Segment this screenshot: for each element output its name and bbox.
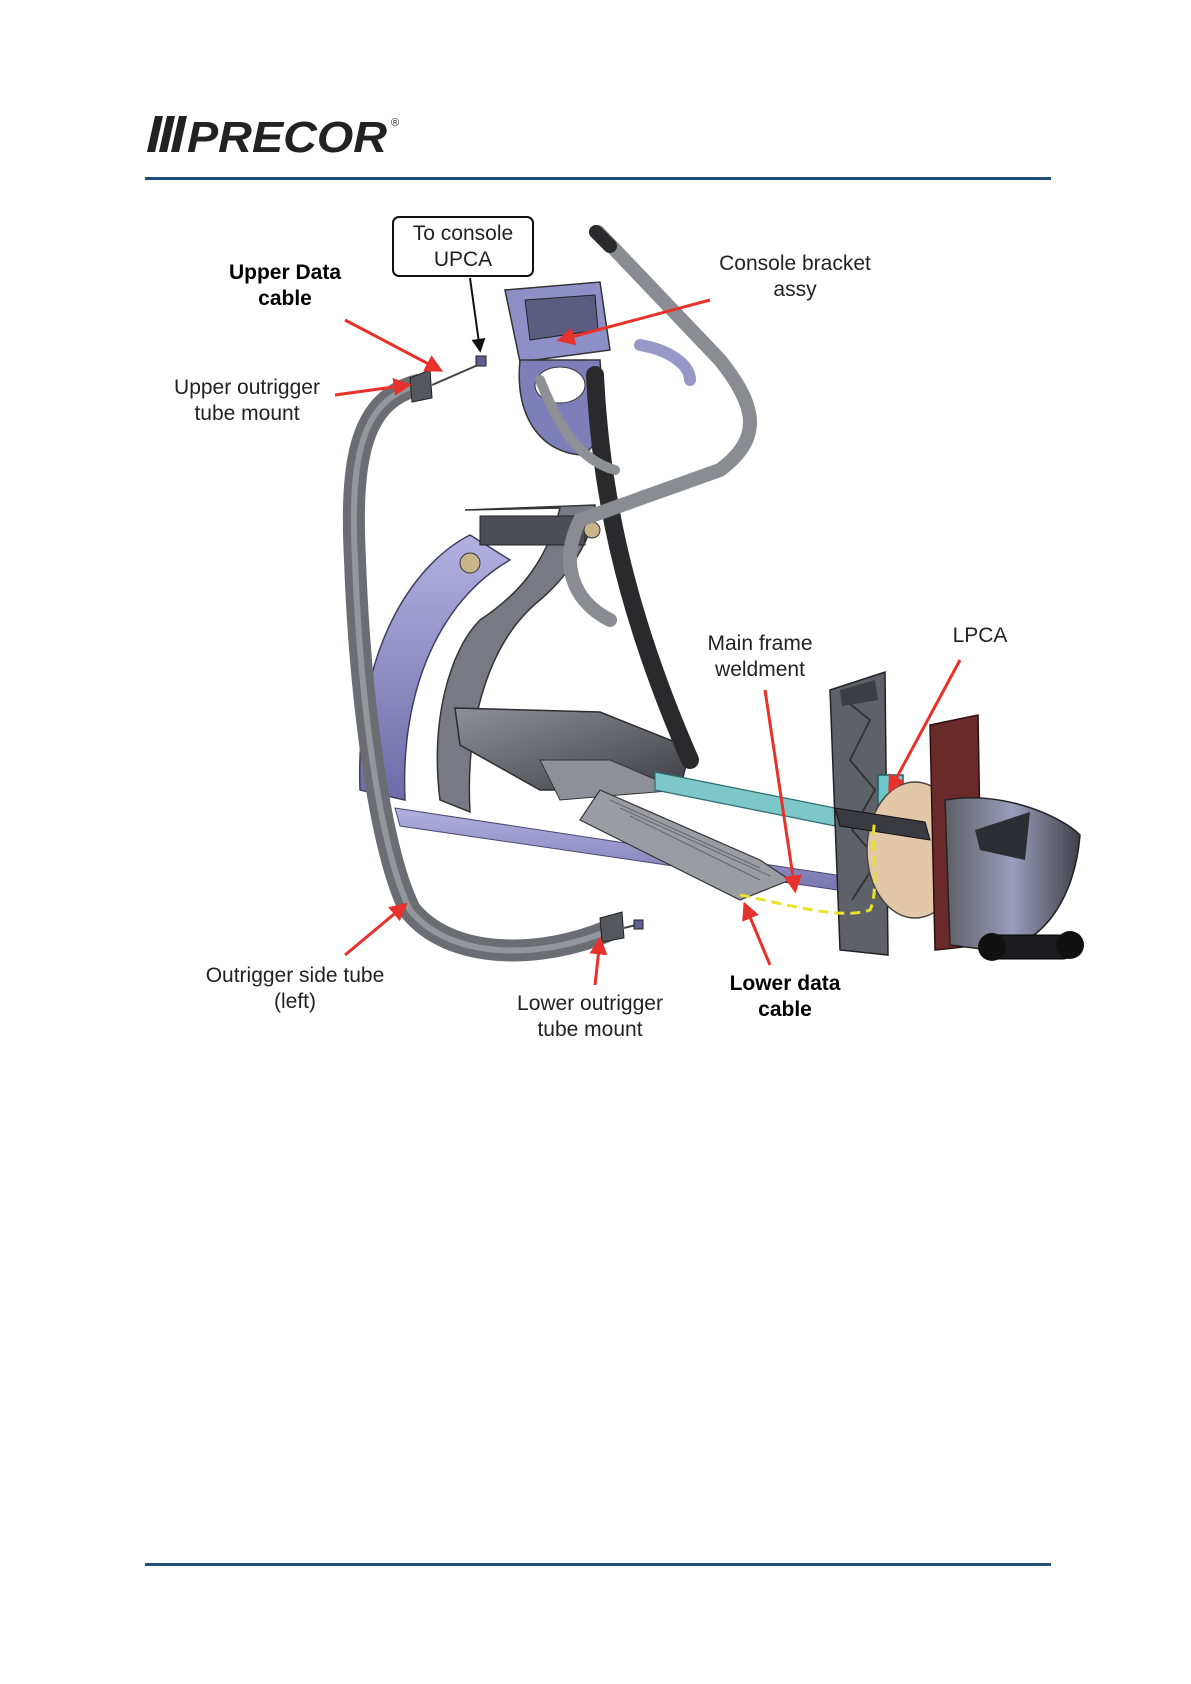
callout-line-1: To console [413,222,513,245]
label-outrigger-side-tube-2: (left) [274,990,316,1013]
label-upper-data-cable-1: Upper Data [229,261,341,284]
upper-outrigger-mount-part [410,370,432,402]
label-outrigger-side-tube-1: Outrigger side tube [206,964,385,987]
label-lpca: LPCA [953,624,1008,647]
to-console-upca-callout: To console UPCA [393,217,533,350]
label-upper-outrigger-mount-2: tube mount [194,402,299,425]
label-console-bracket-2: assy [773,278,817,301]
label-main-frame-1: Main frame [707,632,812,655]
machine-illustration [354,232,1084,961]
label-upper-data-cable-2: cable [258,287,312,310]
label-upper-outrigger-mount-1: Upper outrigger [174,376,320,399]
central-mast [595,375,690,760]
label-lower-data-cable-1: Lower data [730,972,841,995]
teal-crossbar [655,772,835,826]
label-main-frame-2: weldment [714,658,805,681]
callout-line-2: UPCA [434,248,492,271]
label-lower-outrigger-mount-1: Lower outrigger [517,992,663,1015]
arrow-outrigger-side-tube [345,905,405,955]
label-lower-data-cable-2: cable [758,998,812,1021]
arrow-lower-data-cable [745,905,770,965]
arrow-upper-data-cable [345,320,440,370]
label-console-bracket-1: Console bracket [719,252,871,275]
lower-outrigger-mount-part [600,912,624,942]
footer-rule [145,1563,1051,1566]
arrow-main-frame [765,690,795,890]
elliptical-frame-diagram: To console UPCA Upper Data cable Upper o… [0,0,1191,1100]
label-lower-outrigger-mount-2: tube mount [537,1018,642,1041]
